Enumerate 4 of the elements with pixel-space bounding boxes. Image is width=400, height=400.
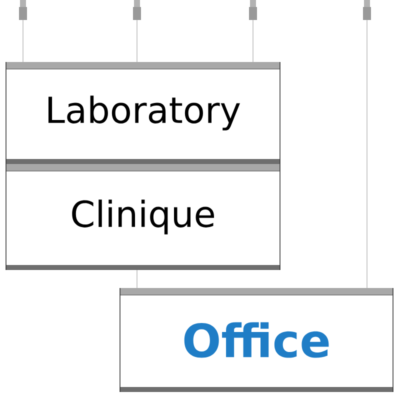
- node-label: Office: [184, 322, 329, 358]
- hanging-sign: Laboratory: [6, 62, 280, 164]
- hanging-sign: Clinique: [6, 164, 280, 270]
- hanging-sign: Office: [120, 288, 394, 392]
